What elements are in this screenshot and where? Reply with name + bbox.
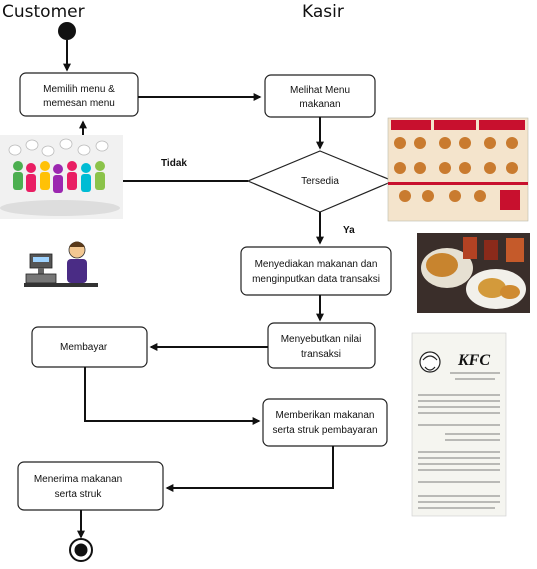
node-memberikan-line1: Memberikan makanan: [276, 410, 375, 421]
lane-title-customer: Customer: [2, 2, 85, 22]
node-menyediakan-line2: menginputkan data transaksi: [252, 274, 380, 285]
node-membayar-label: Membayar: [60, 342, 108, 353]
node-menerima: [17, 461, 164, 511]
node-menyebutkan-line2: transaksi: [301, 349, 341, 360]
decision-tersedia-label: Tersedia: [301, 176, 339, 187]
node-menyebutkan-line1: Menyebutkan nilai: [281, 334, 362, 345]
end-node: [69, 538, 93, 562]
node-melihat-line1: Melihat Menu: [290, 85, 350, 96]
food-photo: [417, 233, 530, 313]
cashier-icon: [24, 241, 98, 287]
edge-membayar-memberikan: [84, 367, 261, 425]
colonel-logo: [419, 351, 441, 373]
node-membayar: [31, 326, 148, 368]
kfc-menu-photo: [387, 117, 529, 222]
node-menerima-line2: serta struk: [55, 489, 103, 500]
receipt-photo: KFC: [411, 332, 507, 517]
edge-memberikan-menerima: [165, 446, 334, 492]
edge-label-tidak: Tidak: [161, 158, 187, 169]
node-menyediakan-line1: Menyediakan makanan dan: [255, 259, 378, 270]
node-memilih-menu: [19, 72, 139, 117]
lane-title-kasir: Kasir: [302, 2, 344, 22]
node-memilih-line2: memesan menu: [43, 98, 115, 109]
node-melihat-line2: makanan: [299, 99, 340, 110]
node-melihat-menu: [264, 74, 376, 118]
node-menyediakan: [240, 246, 392, 296]
node-memberikan-line2: serta struk pembayaran: [272, 425, 377, 436]
edge-label-ya: Ya: [343, 225, 355, 236]
node-memilih-line1: Memilih menu &: [43, 84, 115, 95]
node-menerima-line1: Menerima makanan: [34, 474, 122, 485]
node-memberikan: [262, 398, 388, 447]
receipt-brand: KFC: [457, 352, 490, 369]
node-menyebutkan: [267, 322, 376, 369]
start-node: [58, 22, 76, 40]
people-with-speech-bubbles-icon: [0, 135, 123, 219]
